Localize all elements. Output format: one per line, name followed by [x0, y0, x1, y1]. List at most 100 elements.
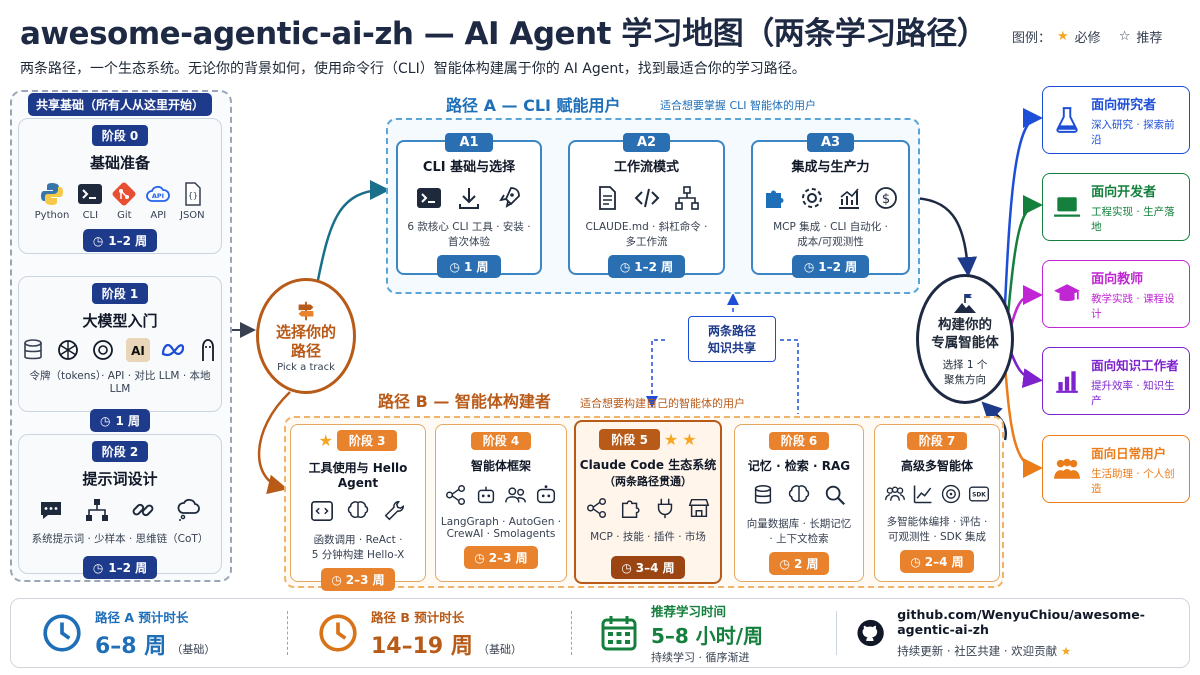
stage-0-card[interactable]: 阶段 0 基础准备 Python CLI Git API API {} JSON [18, 118, 222, 254]
code-icon [634, 188, 659, 208]
share-nodes-icon [446, 485, 466, 505]
stage3-title: 工具使用与 Hello Agent [308, 461, 408, 490]
clock-icon: ◷ [910, 554, 921, 569]
stage-2-title: 提示词设计 [82, 470, 158, 488]
stage5-tag: 阶段 5 [599, 429, 660, 450]
bot-icon [536, 485, 556, 504]
summary-time-value: 5–8 小时/周 [651, 624, 764, 648]
path-a-note: 适合想要掌握 CLI 智能体的用户 [660, 99, 817, 112]
stage7-duration: ◷2–4 周 [900, 550, 974, 573]
summary-b-label: 路径 B 预计时长 [371, 609, 465, 625]
outcome-everyday-user[interactable]: 面向日常用户生活助理 · 个人创造 [1042, 435, 1190, 503]
outcome-researcher-title: 面向研究者 [1091, 97, 1157, 113]
path-b-card-stage7[interactable]: 阶段 7 高级多智能体 SDK 多智能体编排 · 评估 · 可观测性 · SDK… [874, 424, 1000, 582]
a2-duration: ◷1–2 周 [607, 255, 686, 278]
mcp-share-icon [587, 498, 607, 518]
star-outline-icon: ☆ [1118, 29, 1131, 44]
calendar-icon [601, 616, 637, 651]
shared-knowledge-line2: 知识共享 [707, 341, 756, 355]
stage-1-tag: 阶段 1 [91, 283, 149, 304]
outcome-knowledge-worker-title: 面向知识工作者 [1091, 357, 1179, 373]
summary-a-label: 路径 A 预计时长 [95, 609, 189, 625]
stage6-desc1: 向量数据库 · 长期记忆 [746, 518, 852, 530]
stage4-tag: 阶段 4 [470, 432, 532, 450]
build-agent-sub2: 聚焦方向 [944, 373, 986, 386]
path-a-card-a3[interactable]: A3 集成与生产力 $ MCP 集成 · CLI 自动化 · 成本/可观测性 ◷… [751, 133, 910, 278]
a2-title: 工作流模式 [613, 160, 679, 175]
stage-2-desc: 系统提示词 · 少样本 · 思维链（CoT） [31, 533, 209, 545]
outcome-developer[interactable]: 面向开发者工程实现 · 生产落地 [1042, 173, 1190, 241]
team-icon [505, 487, 526, 503]
outcome-teacher[interactable]: 面向教师教学实践 · 课程设计 [1042, 260, 1190, 328]
stage5-title: Claude Code 生态系统 [579, 458, 717, 472]
a1-tag: A1 [445, 133, 493, 152]
outcome-everyday-user-desc: 生活助理 · 个人创造 [1091, 467, 1175, 495]
openai-alt-icon [90, 337, 116, 363]
summary-repo[interactable]: github.com/WenyuChiou/awesome-agentic-ai… [856, 599, 1189, 667]
terminal-icon: CLI [77, 181, 103, 221]
api-cloud-icon: API API [145, 181, 171, 221]
stage6-title: 记忆 · 检索 · RAG [747, 459, 851, 473]
choose-path-sub: Pick a track [277, 362, 335, 374]
a3-duration: ◷1–2 周 [791, 255, 870, 278]
stage-1-card[interactable]: 阶段 1 大模型入门 AI 令牌（tokens）· API · 对比 LLM ·… [18, 276, 222, 432]
stage3-duration: ◷2–3 周 [321, 568, 395, 591]
path-a-card-a2[interactable]: A2 工作流模式 CLAUDE.md · 斜杠命令 · 多工作流 ◷1–2 周 [568, 133, 725, 278]
star-filled-icon: ★ [663, 430, 679, 449]
users-icon [1054, 458, 1080, 479]
repo-sub: 持续更新 · 社区共建 · 欢迎贡献 [897, 644, 1058, 658]
flask-icon [1056, 107, 1078, 133]
code-window-icon [311, 500, 333, 522]
stage4-title: 智能体框架 [470, 459, 531, 473]
stage6-tag: 阶段 6 [768, 432, 830, 450]
a2-desc1: CLAUDE.md · 斜杠命令 · [585, 221, 708, 233]
summary-time-label: 推荐学习时间 [651, 604, 727, 619]
stage-2-card[interactable]: 阶段 2 提示词设计 系统提示词 · 少样本 · 思维链（CoT） ◷1–2 周 [18, 434, 222, 579]
stage6-desc2: · 上下文检索 [769, 533, 829, 545]
database-icon [20, 337, 46, 363]
thought-bubble-icon [176, 497, 202, 523]
clock-icon [319, 614, 357, 652]
clock-icon: ◷ [779, 556, 790, 571]
chat-icon [38, 497, 64, 523]
clock-icon: ◷ [621, 560, 632, 575]
build-agent-node[interactable]: 构建你的 专属智能体 选择 1 个 聚焦方向 [916, 274, 1014, 404]
choose-path-title: 选择你的路径 [275, 322, 336, 360]
a3-title: 集成与生产力 [791, 160, 870, 175]
stage7-title: 高级多智能体 [900, 459, 973, 473]
stage5-title2: （两条路径贯通） [604, 475, 692, 488]
summary-b-sub: （基础） [477, 642, 522, 656]
summary-path-b: 路径 B 预计时长 14–19 周 （基础） [317, 599, 522, 667]
page-subtitle: 两条路径，一个生态系统。无论你的背景如何，使用命令行（CLI）智能体构建属于你的… [20, 61, 806, 77]
path-b-card-stage5[interactable]: 阶段 5★★ Claude Code 生态系统 （两条路径贯通） MCP · 技… [574, 420, 722, 584]
summary-bar: 路径 A 预计时长 6–8 周 （基础） 路径 B 预计时长 14–19 周 （… [10, 598, 1190, 668]
path-b-card-stage3[interactable]: ★阶段 3 工具使用与 Hello Agent 函数调用 · ReAct · 5… [290, 424, 426, 591]
outcome-developer-title: 面向开发者 [1091, 184, 1157, 200]
repo-link[interactable]: github.com/WenyuChiou/awesome-agentic-ai… [897, 607, 1145, 637]
chart-icon [839, 188, 859, 209]
clock-icon [43, 614, 81, 652]
stage4-desc1: LangGraph · AutoGen · [440, 516, 562, 528]
python-label: Python [34, 210, 70, 221]
shared-foundation-tag: 共享基础（所有人从这里开始） [28, 93, 213, 116]
choose-path-node[interactable]: 选择你的路径 Pick a track [256, 278, 356, 394]
path-a-title: 路径 A — CLI 赋能用户 [446, 96, 621, 115]
path-a-card-a1[interactable]: A1 CLI 基础与选择 6 款核心 CLI 工具 · 安装 · 首次体验 ◷1… [396, 133, 542, 278]
brain-icon [788, 485, 810, 502]
path-b-card-stage4[interactable]: 阶段 4 智能体框架 LangGraph · AutoGen · CrewAI … [435, 424, 567, 582]
stage-2-tag: 阶段 2 [91, 441, 149, 462]
a1-duration: ◷1 周 [437, 255, 501, 278]
database-icon [754, 485, 772, 504]
brain-icon [347, 501, 369, 518]
dollar-icon: $ [875, 187, 897, 209]
path-b-card-stage6[interactable]: 阶段 6 记忆 · 检索 · RAG 向量数据库 · 长期记忆 · 上下文检索 … [734, 424, 864, 582]
star-filled-icon: ★ [1057, 29, 1069, 44]
stage-2-duration: ◷1–2 周 [82, 556, 158, 579]
terminal-icon [417, 188, 441, 208]
outcome-researcher[interactable]: 面向研究者深入研究 · 探索前沿 [1042, 86, 1190, 154]
api-label: API [150, 210, 167, 221]
document-icon [598, 186, 616, 210]
path-b-note: 适合想要构建自己的智能体的用户 [580, 397, 745, 410]
outcome-knowledge-worker[interactable]: 面向知识工作者提升效率 · 知识生产 [1042, 347, 1190, 415]
